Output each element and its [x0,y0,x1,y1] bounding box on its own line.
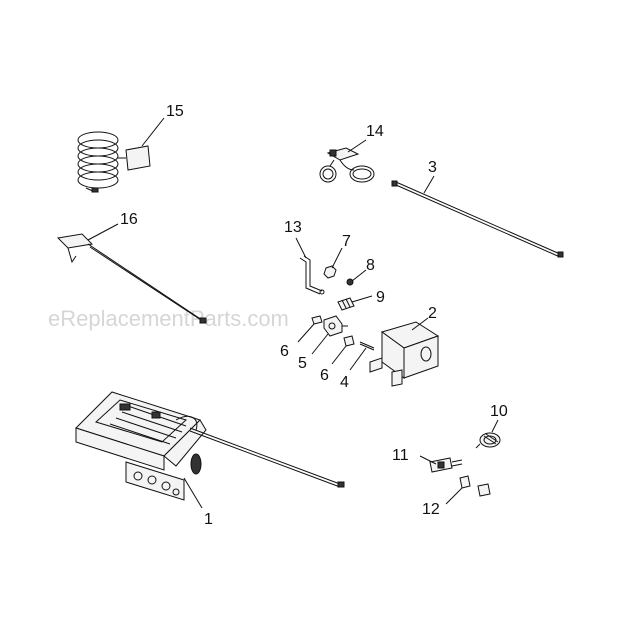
leader-9 [351,295,373,303]
callout-7: 7 [342,233,351,250]
part-8-fitting [346,278,354,286]
callout-11: 11 [392,447,409,464]
leader-3 [423,175,435,194]
leader-4 [349,347,367,371]
part-16-probe [56,233,207,324]
callout-1: 1 [204,511,213,528]
part-15-coil-harness [77,131,151,193]
callout-5: 5 [298,355,307,372]
callout-15: 15 [166,103,184,120]
callout-3: 3 [428,159,437,176]
part-13-tube [299,255,325,295]
callout-6-upper: 6 [280,343,289,360]
callout-14: 14 [366,123,384,140]
leader-6a [297,323,315,343]
callout-12: 12 [422,501,440,518]
part-14-ignitor [319,147,375,183]
part-3-rod [391,180,564,258]
callout-16: 16 [120,211,138,228]
part-12-clips [459,475,491,497]
leader-11 [419,455,437,465]
leader-5 [311,333,329,355]
callout-4: 4 [340,374,349,391]
callout-13: 13 [284,219,302,236]
part-2-valve-body [369,321,440,387]
callout-10: 10 [490,403,508,420]
leader-6b [331,345,347,365]
part-6-fitting-upper [311,315,323,325]
leader-7 [331,247,343,269]
leader-14 [347,139,367,153]
leader-10 [491,419,499,433]
watermark: eReplacementParts.com [48,306,289,331]
leader-8 [351,269,367,282]
callout-9: 9 [376,289,385,306]
callout-2: 2 [428,305,437,322]
callout-8: 8 [366,257,375,274]
leader-13 [295,237,307,259]
part-11-valve-stem [429,457,463,473]
leader-2 [411,317,429,331]
part-4-pin [359,341,375,351]
part-9-fitting [337,297,355,311]
part-1-control-assembly [75,391,345,501]
leader-1 [183,477,203,509]
part-6-fitting-lower [343,335,355,347]
leader-16 [87,223,119,241]
part-5-valve [323,315,348,337]
callout-6-lower: 6 [320,367,329,384]
part-10-knob [475,432,501,449]
part-7-nut [323,265,337,279]
leader-15 [141,117,165,147]
leader-12 [445,487,463,505]
